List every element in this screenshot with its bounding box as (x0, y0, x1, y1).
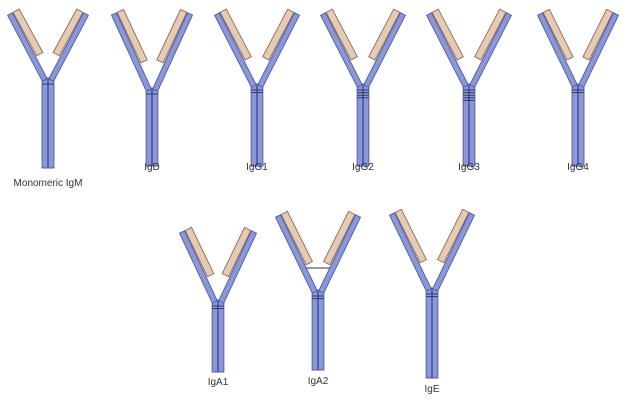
heavy-chain-stem (318, 290, 324, 370)
heavy-chain-arm (112, 13, 152, 91)
antibody-label: IgG1 (246, 162, 268, 173)
antibody-monomeric-igm: Monomeric IgM (8, 9, 89, 189)
heavy-chain-arm (319, 215, 361, 293)
heavy-chain-stem (251, 84, 257, 166)
antibody-igg4: IgG4 (538, 9, 619, 173)
antibody-label: IgE (424, 384, 439, 395)
heavy-chain-arm (8, 13, 48, 82)
heavy-chain-stem (146, 88, 152, 166)
heavy-chain-stem (42, 78, 48, 168)
antibody-label: IgG4 (567, 162, 589, 173)
heavy-chain-arm (321, 13, 363, 88)
heavy-chain-arm (427, 13, 469, 88)
heavy-chain-arm (276, 215, 318, 293)
heavy-chain-stem (257, 84, 263, 166)
heavy-chain-arm (470, 13, 512, 88)
heavy-chain-arm (364, 13, 406, 88)
antibody-igg1: IgG1 (215, 9, 300, 173)
antibody-label: Monomeric IgM (14, 178, 83, 189)
antibody-iga2: IgA2 (276, 211, 361, 387)
heavy-chain-arm (49, 13, 89, 82)
antibody-label: IgG2 (352, 162, 374, 173)
heavy-chain-stem (212, 300, 218, 372)
antibody-igg3: IgG3 (427, 9, 512, 173)
antibody-label: IgA1 (208, 377, 229, 388)
heavy-chain-arm (579, 13, 619, 87)
antibody-label: IgA2 (308, 376, 329, 387)
heavy-chain-stem (469, 84, 475, 166)
heavy-chain-arm (538, 13, 578, 87)
heavy-chain-arm (390, 213, 432, 291)
antibody-igd: IgD (112, 10, 193, 174)
heavy-chain-stem (312, 290, 318, 370)
heavy-chain-stem (363, 84, 369, 166)
heavy-chain-arm (258, 13, 300, 88)
antibody-label: IgG3 (458, 162, 480, 173)
heavy-chain-stem (579, 84, 585, 166)
heavy-chain-stem (49, 78, 55, 168)
heavy-chain-stem (463, 84, 469, 166)
heavy-chain-stem (152, 88, 158, 166)
heavy-chain-stem (572, 84, 578, 166)
heavy-chain-stem (357, 84, 363, 166)
heavy-chain-arm (433, 213, 475, 291)
antibody-ige: IgE (390, 209, 475, 395)
heavy-chain-arm (153, 13, 193, 91)
heavy-chain-stem (432, 288, 438, 378)
heavy-chain-stem (218, 300, 224, 372)
antibody-igg2: IgG2 (321, 9, 406, 173)
antibody-iga1: IgA1 (180, 227, 257, 388)
antibody-label: IgD (144, 162, 160, 173)
heavy-chain-stem (426, 288, 432, 378)
heavy-chain-arm (215, 13, 257, 88)
